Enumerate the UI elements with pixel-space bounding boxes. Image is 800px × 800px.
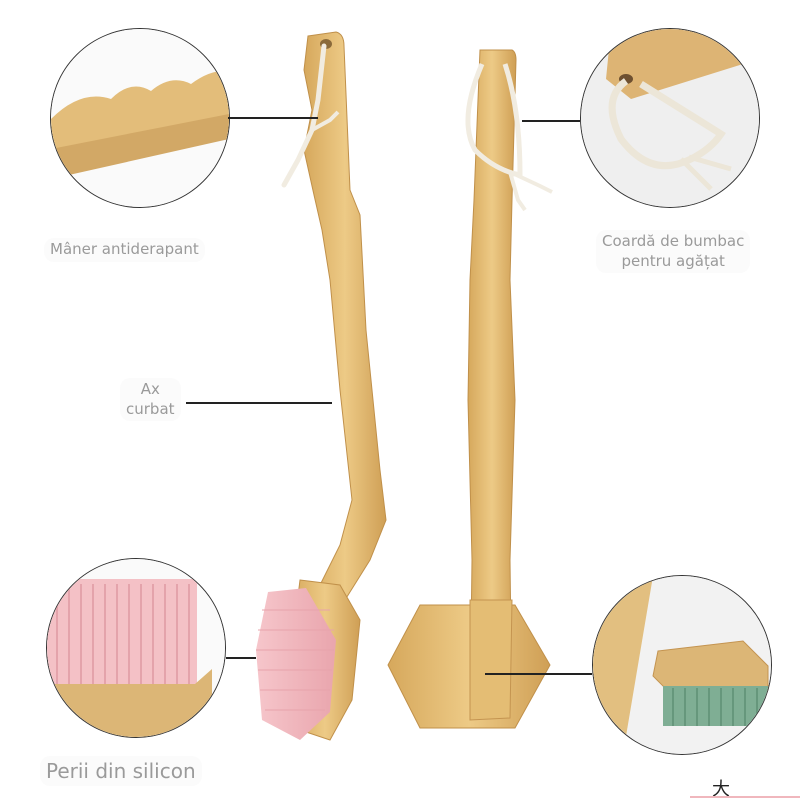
shaft-label: Ax curbat — [120, 378, 181, 421]
rope-label-line1: Coardă de bumbac — [602, 232, 745, 250]
stand-detail-circle — [592, 575, 772, 755]
rope-label-line2: pentru agățat — [621, 251, 725, 270]
rope-detail-circle — [580, 28, 760, 208]
bristles-detail-image — [47, 559, 225, 737]
handle-label: Mâner antiderapant — [44, 238, 205, 262]
shaft-label-line1: Ax — [140, 380, 160, 398]
bristles-label: Perii din silicon — [40, 756, 202, 786]
bristles-detail-circle — [46, 558, 226, 738]
stand-detail-image — [593, 576, 771, 754]
handle-callout-line — [228, 117, 318, 119]
watermark-glyph: 大 — [712, 779, 730, 800]
bristles-callout-line — [226, 657, 256, 659]
bottom-edge-line — [690, 796, 800, 798]
rope-callout-line — [522, 120, 580, 122]
right-brush — [387, 49, 553, 729]
shaft-label-line2: curbat — [126, 399, 175, 418]
rope-label: Coardă de bumbac pentru agățat — [596, 230, 751, 273]
handle-detail-image — [51, 29, 229, 207]
left-brush — [256, 31, 387, 741]
rope-detail-image — [581, 29, 759, 207]
shaft-callout-line — [186, 402, 332, 404]
stand-callout-line — [485, 673, 592, 675]
handle-detail-circle — [50, 28, 230, 208]
